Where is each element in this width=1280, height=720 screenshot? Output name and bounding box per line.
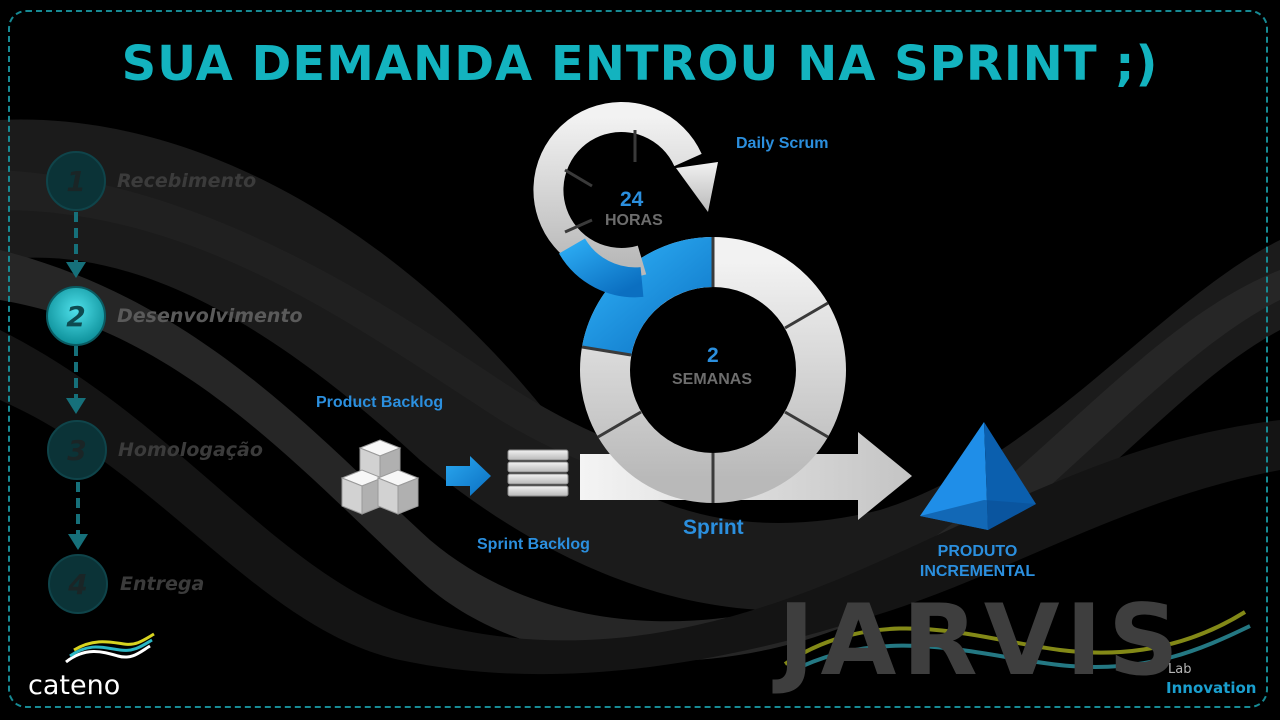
daily-hours-value: 24: [620, 188, 644, 211]
step-number-4: 4: [67, 568, 87, 601]
step-label-recebimento: Recebimento: [117, 170, 257, 192]
step-circle-4: [48, 554, 108, 614]
step-arrow-icon: [68, 534, 88, 550]
cateno-logo-icon: [65, 632, 155, 664]
sprint-weeks-value: 2: [707, 344, 719, 367]
jarvis-innovation-label: Innovation: [1166, 679, 1257, 697]
step-circle-1: [46, 151, 106, 211]
jarvis-wordmark: JARVIS: [778, 584, 1185, 698]
step-circle-2: [46, 286, 106, 346]
step-label-desenvolvimento: Desenvolvimento: [117, 305, 303, 327]
step-number-1: 1: [66, 165, 85, 198]
sprint-backlog-label: Sprint Backlog: [477, 536, 590, 553]
slide-frame: [8, 10, 1268, 708]
produto-line-2: INCREMENTAL: [919, 563, 1036, 580]
cateno-wordmark: cateno: [28, 670, 121, 701]
step-label-homologacao: Homologação: [118, 439, 263, 461]
product-backlog-label: Product Backlog: [316, 394, 444, 411]
slide-title: SUA DEMANDA ENTROU NA SPRINT ;): [121, 36, 1159, 92]
jarvis-lab-label: Lab: [1168, 662, 1192, 677]
sprint-backlog-stack-icon: [507, 449, 569, 497]
step-label-entrega: Entrega: [120, 573, 205, 595]
step-circle-3: [47, 420, 107, 480]
jarvis-logo-swoosh: [783, 610, 1251, 674]
produto-line-1: PRODUTO: [937, 543, 1018, 560]
step-arrow-icon: [66, 398, 86, 414]
flow-arrow-icon: [446, 456, 491, 496]
produto-incremental-label: PRODUTO INCREMENTAL: [890, 542, 1065, 582]
sprint-cycle-ring: [580, 237, 846, 503]
daily-scrum-ring: [533, 101, 718, 298]
sprint-label: Sprint: [683, 516, 744, 539]
step-arrow-icon: [66, 262, 86, 278]
daily-hours-unit: HORAS: [605, 212, 663, 229]
product-pyramid-icon: [920, 422, 1036, 530]
product-backlog-cubes-icon: [340, 439, 420, 515]
step-number-2: 2: [66, 300, 85, 333]
step-number-3: 3: [67, 434, 86, 467]
daily-scrum-label: Daily Scrum: [736, 135, 829, 152]
sprint-weeks-unit: SEMANAS: [672, 371, 753, 388]
